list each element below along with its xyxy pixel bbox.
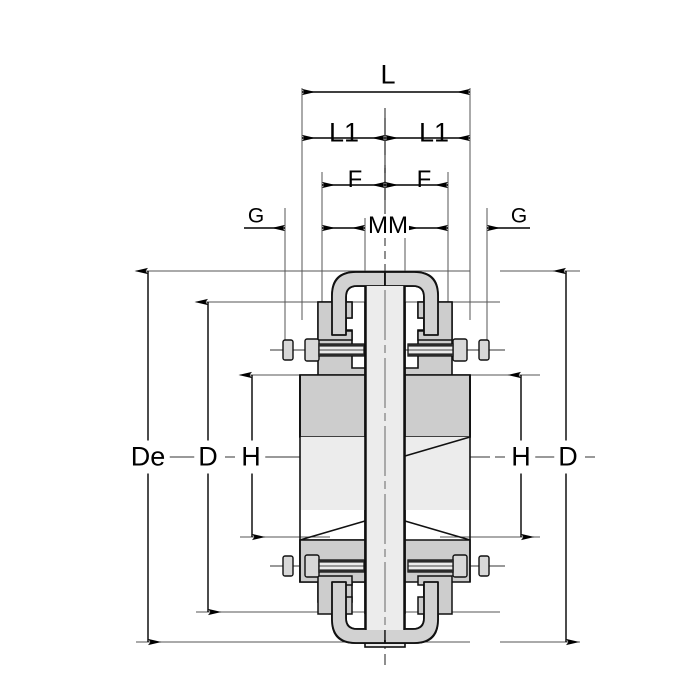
horizontal-dimension-lines: [244, 88, 530, 232]
hub-right-taper-line-upper: [404, 436, 471, 457]
nut-upper-left-outer: [282, 339, 294, 361]
hub-right-lower-flange: [405, 457, 470, 510]
hub-left-lower-flange: [300, 457, 365, 510]
thread-upper-right-top: [408, 344, 453, 347]
hub-right-taper-upper: [405, 437, 470, 462]
dim-label-L1-left: L1: [328, 117, 360, 148]
thread-lower-right-top: [408, 560, 453, 563]
bolt-head-lower-right: [452, 554, 468, 578]
bolt-lower-right: [407, 554, 490, 578]
dim-label-De: De: [126, 440, 170, 474]
hub-right-taper-line-lower: [404, 520, 471, 541]
dim-label-G-right: G: [510, 204, 528, 228]
bolt-upper-right: [407, 338, 490, 362]
thread-upper-left-bottom: [319, 353, 364, 356]
bolt-lower-left: [282, 554, 365, 578]
dim-label-H-left: H: [237, 440, 265, 474]
dim-label-D-right: D: [554, 440, 582, 474]
thread-lower-left-bottom: [319, 569, 364, 572]
dim-label-D-left: D: [194, 440, 222, 474]
dim-label-H-right: H: [507, 440, 535, 474]
thread-lower-left-top: [319, 560, 364, 563]
nut-upper-right-outer: [478, 339, 490, 361]
thread-upper-right-bottom: [408, 353, 453, 356]
dim-label-L: L: [380, 59, 396, 90]
nut-lower-right-outer: [478, 555, 490, 577]
hub-right-upper-flange: [404, 374, 471, 438]
bolt-upper-left: [282, 338, 365, 362]
dim-label-G-left: G: [247, 204, 265, 228]
dim-label-F-right: F: [416, 166, 432, 193]
dim-label-L1-right: L1: [418, 117, 450, 148]
bolt-head-upper-left: [304, 338, 320, 362]
hub-left-upper-flange: [299, 374, 366, 438]
coupling-assembly: [282, 271, 490, 648]
bolt-head-upper-right: [452, 338, 468, 362]
nut-lower-left-outer: [282, 555, 294, 577]
hub-left-shaftbore-upper: [300, 437, 365, 459]
thread-upper-left-top: [319, 344, 364, 347]
hub-left-taper-line-lower: [299, 520, 366, 541]
dim-label-MM: MM: [367, 212, 409, 239]
thread-lower-right-bottom: [408, 569, 453, 572]
dim-label-F-left: F: [347, 166, 363, 193]
bolt-head-lower-left: [304, 554, 320, 578]
